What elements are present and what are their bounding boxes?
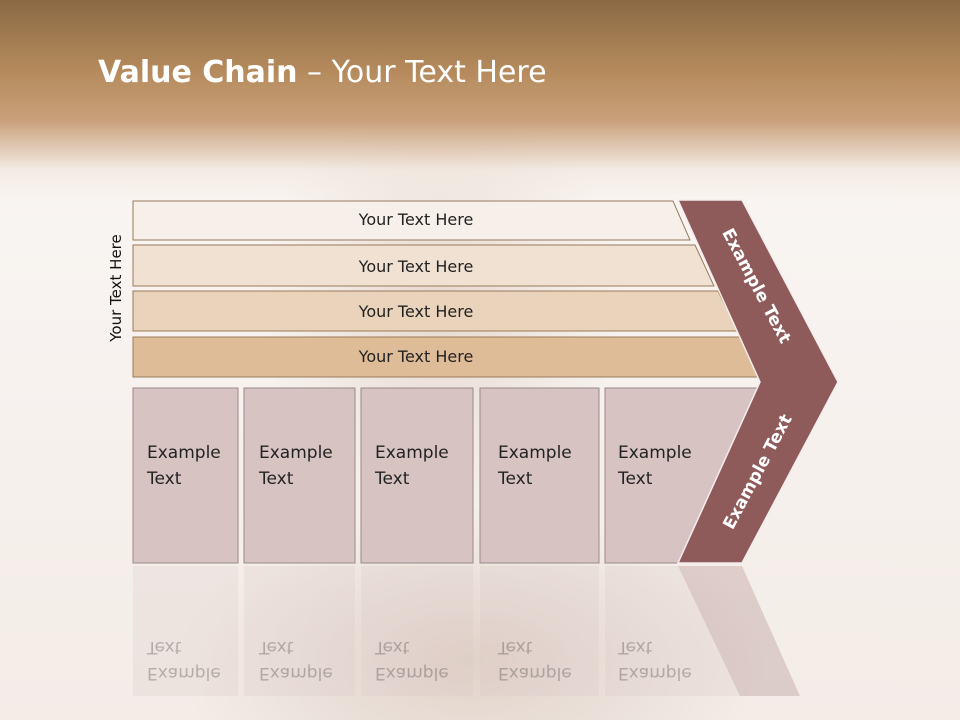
- activity-box-4[interactable]: [479, 387, 600, 564]
- box-5-reflect-line-1: Example: [618, 663, 692, 683]
- activity-box-3[interactable]: [360, 387, 474, 564]
- box-5-line-2: Text: [618, 469, 653, 489]
- box-1-reflect-line-2: Text: [147, 637, 182, 657]
- box-1-line-2: Text: [147, 469, 182, 489]
- activity-box-4-reflection: Example Text: [498, 634, 572, 686]
- activity-box-4-text: Example Text: [498, 440, 572, 492]
- header-band: [0, 0, 960, 200]
- box-3-line-1: Example: [375, 443, 449, 463]
- activity-box-2-text: Example Text: [259, 440, 333, 492]
- activity-box-2-reflection: Example Text: [259, 634, 333, 686]
- row-1-label: Your Text Here: [358, 210, 474, 229]
- box-3-reflect-line-2: Text: [375, 637, 410, 657]
- boxes-reflection: [133, 566, 800, 696]
- box-2-reflect-line-1: Example: [259, 663, 333, 683]
- row-3-label: Your Text Here: [358, 302, 474, 321]
- title-bold: Value Chain: [98, 55, 298, 90]
- activity-box-1-text: Example Text: [147, 440, 221, 492]
- row-2-shape[interactable]: [132, 244, 715, 287]
- box-3-reflect-line-1: Example: [375, 663, 449, 683]
- box-1-reflect-line-1: Example: [147, 663, 221, 683]
- box-4-line-2: Text: [498, 469, 533, 489]
- margin-arrow[interactable]: [676, 199, 839, 564]
- row-4-label: Your Text Here: [358, 347, 474, 366]
- box-3-line-2: Text: [375, 469, 410, 489]
- slide-title[interactable]: Value Chain – Your Text Here: [98, 55, 547, 90]
- box-1-line-1: Example: [147, 443, 221, 463]
- box-4-reflect-line-1: Example: [498, 663, 572, 683]
- title-rest: – Your Text Here: [297, 55, 547, 90]
- row-2-label: Your Text Here: [358, 257, 474, 276]
- box-2-line-2: Text: [259, 469, 294, 489]
- box-5-line-1: Example: [618, 443, 692, 463]
- activity-box-2[interactable]: [243, 387, 356, 564]
- activity-box-3-text: Example Text: [375, 440, 449, 492]
- box-5-reflect-line-2: Text: [618, 637, 653, 657]
- activity-box-5-text: Example Text: [618, 440, 692, 492]
- activity-box-3-reflection: Example Text: [375, 634, 449, 686]
- activity-box-5-reflection: Example Text: [618, 634, 692, 686]
- box-2-reflect-line-2: Text: [259, 637, 294, 657]
- box-4-line-1: Example: [498, 443, 572, 463]
- box-2-line-1: Example: [259, 443, 333, 463]
- box-4-reflect-line-2: Text: [498, 637, 533, 657]
- activity-box-1[interactable]: [132, 387, 239, 564]
- row-1-shape[interactable]: [132, 200, 691, 241]
- activity-box-1-reflection: Example Text: [147, 634, 221, 686]
